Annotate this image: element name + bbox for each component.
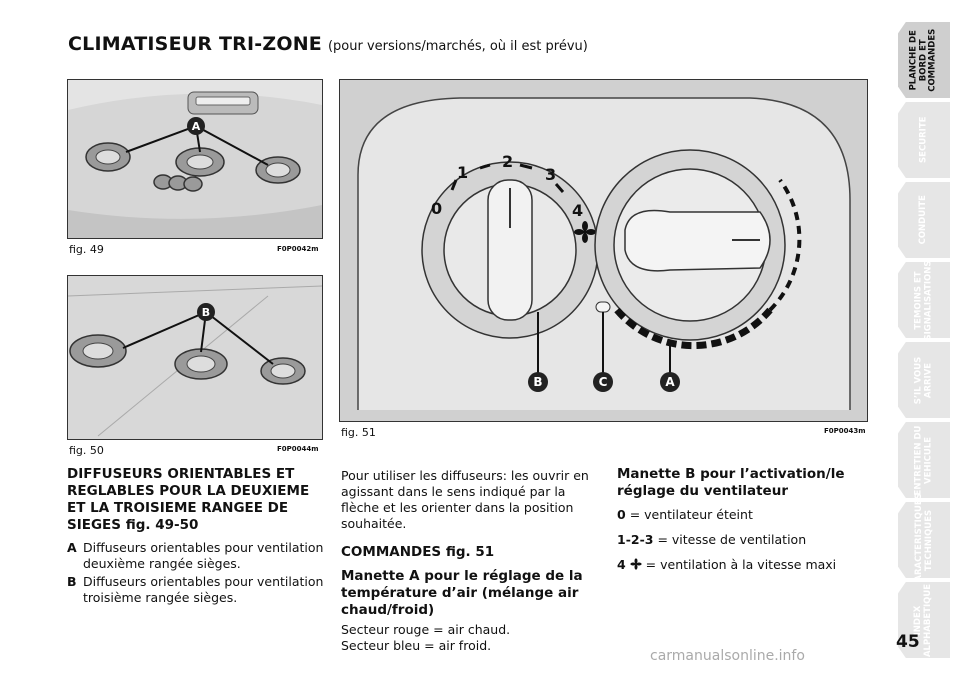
col3-row-key: 1-2-3 <box>617 532 654 547</box>
figure-51: 0 1 2 3 4 B C A <box>339 79 868 422</box>
figure-50-caption: fig. 50 <box>69 444 104 457</box>
figure-51-caption: fig. 51 <box>341 426 376 439</box>
figure-49-code: F0P0042m <box>277 245 319 253</box>
col2-line1: Secteur rouge = air chaud. <box>341 622 511 637</box>
col1-item-text: Diffuseurs orientables pour ventilation … <box>83 574 324 605</box>
tab-entretien[interactable]: ENTRETIEN DU VEHICULE <box>894 422 960 502</box>
dial-number-2: 2 <box>502 152 513 171</box>
figure-50-code: F0P0044m <box>277 445 319 453</box>
figure-50-illustration: B <box>68 276 322 439</box>
tab-label: CARACTERISTIQUES TECHNIQUES <box>913 492 934 588</box>
tab-sil-vous-arrive[interactable]: S’IL VOUS ARRIVE <box>894 342 960 422</box>
col1-item-key: A <box>67 540 77 555</box>
col2-heading2: Manette A pour le réglage de la températ… <box>341 568 583 618</box>
figure-49-illustration: A <box>68 80 322 238</box>
tab-temoins[interactable]: TEMOINS ET SIGNALISATIONS <box>894 260 960 342</box>
dial-number-3: 3 <box>545 165 556 184</box>
col3-row-text: = vitesse de ventilation <box>657 532 807 547</box>
dial-number-4: 4 <box>572 201 583 220</box>
tab-securite[interactable]: SECURITE <box>894 102 960 182</box>
label-b: B <box>533 375 542 389</box>
col1-item-key: B <box>67 574 77 589</box>
fan-icon <box>630 558 642 570</box>
label-c: C <box>599 375 608 389</box>
dial-number-0: 0 <box>431 199 442 218</box>
tab-label: PLANCHE DE BORD ET COMMANDES <box>908 28 938 92</box>
label-a: A <box>665 375 675 389</box>
dial-number-1: 1 <box>457 163 468 182</box>
col3-row-key: 4 <box>617 557 626 572</box>
col3-row: 4 = ventilation à la vitesse maxi <box>617 557 867 573</box>
col3-row: 0 = ventilateur éteint <box>617 507 867 523</box>
figure-50-label: B <box>202 306 210 319</box>
column-1: DIFFUSEURS ORIENTABLES ET REGLABLES POUR… <box>67 466 325 606</box>
title-main: CLIMATISEUR TRI-ZONE <box>68 33 322 55</box>
fan-icon <box>574 221 596 243</box>
chapter-tabs: PLANCHE DE BORD ET COMMANDES SECURITE CO… <box>894 22 960 662</box>
label-a-circle <box>187 117 205 135</box>
tab-label: TEMOINS ET SIGNALISATIONS <box>913 260 934 340</box>
page-number: 45 <box>896 632 920 652</box>
col1-item-text: Diffuseurs orientables pour ventilation … <box>83 540 324 571</box>
col1-item-b: B Diffuseurs orientables pour ventilatio… <box>67 574 325 606</box>
col3-row: 1-2-3 = vitesse de ventilation <box>617 532 867 548</box>
figure-50: B <box>67 275 323 440</box>
col3-row-key: 0 <box>617 507 626 522</box>
col3-row-text: = ventilateur éteint <box>629 507 753 522</box>
col3-row-text: = ventilation à la vitesse maxi <box>645 557 837 572</box>
tab-conduite[interactable]: CONDUITE <box>894 182 960 262</box>
col3-heading: Manette B pour l’activation/le réglage d… <box>617 466 845 499</box>
tab-label: SECURITE <box>918 116 929 164</box>
figure-49-label: A <box>192 120 201 133</box>
col2-heading1: COMMANDES fig. 51 <box>341 544 495 560</box>
tab-label: ENTRETIEN DU VEHICULE <box>913 425 934 495</box>
tab-index[interactable]: INDEX ALPHABETIQUE <box>894 582 960 662</box>
col1-heading: DIFFUSEURS ORIENTABLES ET REGLABLES POUR… <box>67 466 310 533</box>
column-2: Pour utiliser les diffuseurs: les ouvrir… <box>341 468 597 654</box>
column-3: Manette B pour l’activation/le réglage d… <box>617 466 867 573</box>
tab-planche-de-bord[interactable]: PLANCHE DE BORD ET COMMANDES <box>894 22 960 102</box>
figure-49-caption: fig. 49 <box>69 243 104 256</box>
tab-caracteristiques[interactable]: CARACTERISTIQUES TECHNIQUES <box>894 493 960 587</box>
figure-51-code: F0P0043m <box>824 427 866 435</box>
col2-intro: Pour utiliser les diffuseurs: les ouvrir… <box>341 468 589 531</box>
col2-line2: Secteur bleu = air froid. <box>341 638 492 653</box>
figure-49: A <box>67 79 323 239</box>
col1-item-a: A Diffuseurs orientables pour ventilatio… <box>67 540 325 572</box>
figure-51-illustration: 0 1 2 3 4 B C A <box>340 80 867 421</box>
title-sub: (pour versions/marchés, où il est prévu) <box>327 39 588 54</box>
tab-label: CONDUITE <box>918 195 929 245</box>
watermark: carmanualsonline.info <box>650 648 805 664</box>
tab-label: S’IL VOUS ARRIVE <box>913 356 933 404</box>
page-title: CLIMATISEUR TRI-ZONE (pour versions/march… <box>68 33 588 55</box>
